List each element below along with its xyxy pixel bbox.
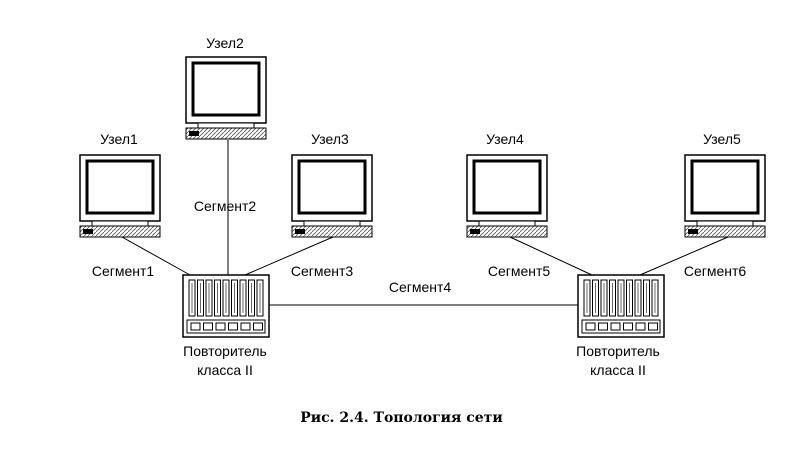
node-label-3: Узел3 [311, 131, 349, 147]
segment-label-2: Сегмент2 [194, 198, 257, 214]
node-label-4: Узел4 [486, 131, 524, 147]
repeater-1-label-line1: Повторитель [183, 343, 267, 359]
node-label-1: Узел1 [100, 131, 138, 147]
link-segment5 [509, 236, 593, 276]
segment-label-5: Сегмент5 [488, 263, 551, 279]
repeater-icon-1 [182, 274, 270, 338]
repeater-1-label-line2: класса II [197, 362, 253, 378]
segment-label-3: Сегмент3 [291, 263, 354, 279]
figure-caption: Рис. 2.4. Топология сети [300, 410, 503, 426]
segment-label-4: Сегмент4 [389, 279, 452, 295]
computer-icon-1 [79, 154, 161, 238]
computer-icon-2 [185, 56, 267, 140]
connection-lines [121, 140, 729, 306]
computer-icon-3 [291, 154, 373, 238]
repeater-icon-2 [577, 274, 665, 338]
link-segment3 [244, 236, 334, 276]
segment-label-6: Сегмент6 [684, 263, 747, 279]
segment-label-1: Сегмент1 [92, 263, 155, 279]
computer-icon-5 [684, 154, 766, 238]
link-segment1 [121, 236, 191, 276]
computer-icon-4 [466, 154, 548, 238]
repeater-2-label-line1: Повторитель [576, 343, 660, 359]
node-label-2: Узел2 [206, 35, 244, 51]
node-label-5: Узел5 [703, 131, 741, 147]
repeater-2-label-line2: класса II [590, 362, 646, 378]
link-segment6 [639, 236, 729, 276]
